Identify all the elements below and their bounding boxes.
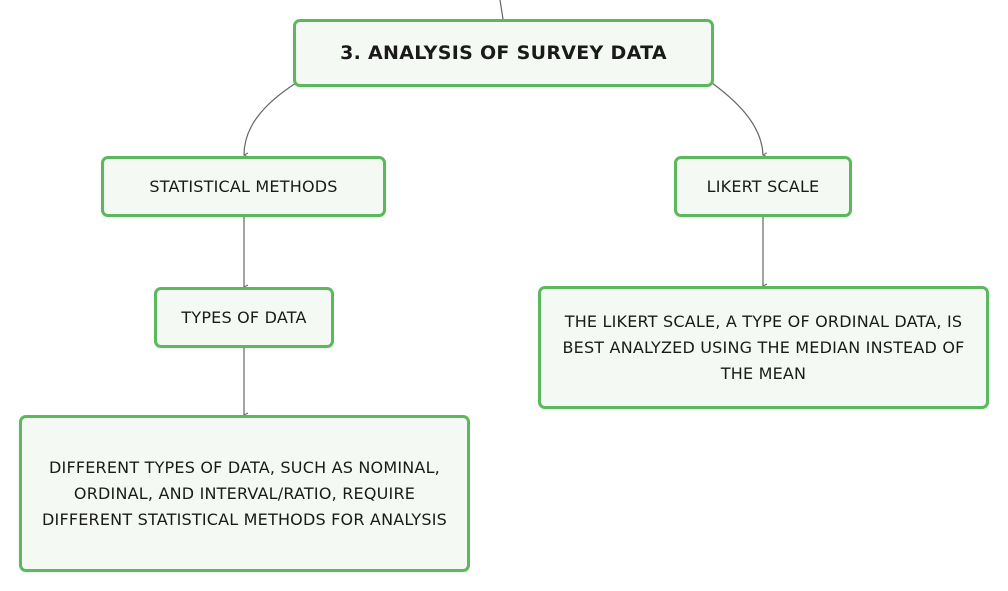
types-of-data-detail-text: DIFFERENT TYPES OF DATA, SUCH AS NOMINAL… [42,457,447,529]
statistical-methods-node[interactable]: STATISTICAL METHODS [101,156,386,217]
connector-incoming [499,0,504,20]
root-node-label: 3. ANALYSIS OF SURVEY DATA [340,42,667,64]
types-of-data-node[interactable]: TYPES OF DATA [154,287,334,348]
connector-root-to-likert-scale [711,82,763,155]
connector-root-to-statistical-methods [244,82,297,155]
likert-scale-detail-node[interactable]: THE LIKERT SCALE, A TYPE OF ORDINAL DATA… [538,286,989,409]
types-of-data-label: TYPES OF DATA [181,307,307,327]
likert-scale-label: LIKERT SCALE [706,176,820,196]
statistical-methods-label: STATISTICAL METHODS [149,176,338,196]
likert-scale-node[interactable]: LIKERT SCALE [674,156,852,217]
types-of-data-detail-node[interactable]: DIFFERENT TYPES OF DATA, SUCH AS NOMINAL… [19,415,470,572]
root-node[interactable]: 3. ANALYSIS OF SURVEY DATA [293,19,714,87]
likert-scale-detail-text: THE LIKERT SCALE, A TYPE OF ORDINAL DATA… [562,311,965,383]
